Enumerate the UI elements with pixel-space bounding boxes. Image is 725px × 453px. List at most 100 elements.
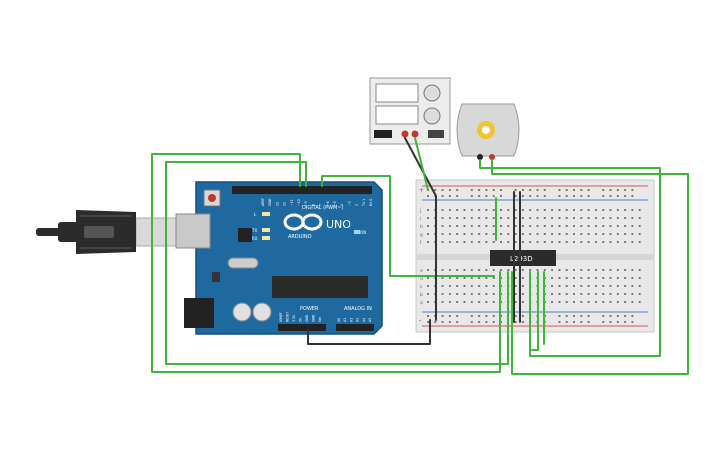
breadboard-hole[interactable] — [638, 269, 641, 271]
breadboard-hole[interactable] — [427, 293, 429, 295]
breadboard-hole[interactable] — [609, 321, 612, 323]
breadboard-hole[interactable] — [427, 277, 429, 279]
breadboard-hole[interactable] — [456, 209, 459, 211]
breadboard-hole[interactable] — [485, 285, 488, 287]
breadboard-hole[interactable] — [521, 189, 524, 191]
breadboard-hole[interactable] — [478, 241, 481, 243]
breadboard-hole[interactable] — [514, 315, 517, 317]
breadboard-hole[interactable] — [500, 195, 502, 197]
breadboard-hole[interactable] — [448, 315, 451, 317]
breadboard-hole[interactable] — [638, 225, 641, 227]
breadboard-hole[interactable] — [602, 301, 605, 303]
breadboard-hole[interactable] — [624, 321, 627, 323]
breadboard-hole[interactable] — [507, 269, 510, 271]
breadboard-hole[interactable] — [609, 293, 612, 295]
breadboard-hole[interactable] — [441, 189, 444, 191]
breadboard-hole[interactable] — [507, 217, 510, 219]
breadboard-hole[interactable] — [624, 277, 627, 279]
breadboard-hole[interactable] — [514, 293, 517, 295]
breadboard-hole[interactable] — [551, 217, 554, 219]
breadboard-hole[interactable] — [609, 195, 612, 197]
breadboard-hole[interactable] — [478, 321, 481, 323]
breadboard-hole[interactable] — [624, 301, 627, 303]
breadboard-hole[interactable] — [434, 189, 437, 191]
breadboard-hole[interactable] — [514, 241, 517, 243]
breadboard-hole[interactable] — [507, 241, 510, 243]
breadboard-hole[interactable] — [441, 277, 444, 279]
breadboard-hole[interactable] — [565, 233, 568, 235]
breadboard-hole[interactable] — [638, 301, 641, 303]
breadboard-hole[interactable] — [594, 217, 597, 219]
breadboard-hole[interactable] — [609, 225, 612, 227]
breadboard-hole[interactable] — [602, 285, 605, 287]
breadboard-hole[interactable] — [463, 293, 466, 295]
breadboard-hole[interactable] — [631, 301, 634, 303]
breadboard-hole[interactable] — [558, 241, 561, 243]
breadboard-hole[interactable] — [565, 277, 568, 279]
breadboard-hole[interactable] — [478, 189, 481, 191]
breadboard-hole[interactable] — [448, 233, 451, 235]
breadboard-hole[interactable] — [485, 241, 488, 243]
breadboard-hole[interactable] — [485, 233, 488, 235]
breadboard-hole[interactable] — [543, 269, 546, 271]
breadboard-hole[interactable] — [580, 285, 583, 287]
breadboard-hole[interactable] — [638, 233, 641, 235]
breadboard-hole[interactable] — [492, 189, 495, 191]
breadboard-hole[interactable] — [551, 277, 554, 279]
breadboard-hole[interactable] — [609, 189, 612, 191]
breadboard-hole[interactable] — [470, 217, 473, 219]
breadboard-hole[interactable] — [609, 217, 612, 219]
breadboard-hole[interactable] — [456, 321, 459, 323]
breadboard-hole[interactable] — [602, 195, 605, 197]
breadboard-hole[interactable] — [514, 269, 517, 271]
breadboard-hole[interactable] — [551, 269, 554, 271]
breadboard-hole[interactable] — [448, 209, 451, 211]
breadboard-hole[interactable] — [631, 277, 634, 279]
breadboard-hole[interactable] — [492, 195, 495, 197]
breadboard-hole[interactable] — [521, 241, 524, 243]
breadboard-hole[interactable] — [500, 269, 502, 271]
breadboard-hole[interactable] — [616, 285, 619, 287]
breadboard-hole[interactable] — [580, 209, 583, 211]
breadboard-hole[interactable] — [616, 301, 619, 303]
breadboard-hole[interactable] — [631, 321, 634, 323]
breadboard-hole[interactable] — [521, 301, 524, 303]
breadboard-hole[interactable] — [565, 189, 568, 191]
breadboard-hole[interactable] — [463, 241, 466, 243]
breadboard-hole[interactable] — [543, 233, 546, 235]
breadboard-hole[interactable] — [470, 209, 473, 211]
breadboard-hole[interactable] — [427, 321, 429, 323]
breadboard-hole[interactable] — [441, 315, 444, 317]
breadboard-hole[interactable] — [631, 225, 634, 227]
breadboard-hole[interactable] — [565, 217, 568, 219]
breadboard-hole[interactable] — [507, 209, 510, 211]
breadboard-hole[interactable] — [521, 217, 524, 219]
breadboard-hole[interactable] — [448, 277, 451, 279]
breadboard-hole[interactable] — [514, 217, 517, 219]
breadboard-hole[interactable] — [500, 209, 502, 211]
breadboard-hole[interactable] — [536, 209, 539, 211]
breadboard-hole[interactable] — [507, 225, 510, 227]
breadboard-hole[interactable] — [573, 241, 575, 243]
breadboard-hole[interactable] — [565, 269, 568, 271]
breadboard-hole[interactable] — [427, 285, 429, 287]
breadboard-hole[interactable] — [558, 225, 561, 227]
breadboard-hole[interactable] — [587, 209, 590, 211]
breadboard-hole[interactable] — [463, 301, 466, 303]
breadboard-hole[interactable] — [478, 225, 481, 227]
breadboard-hole[interactable] — [594, 209, 597, 211]
breadboard-hole[interactable] — [470, 233, 473, 235]
breadboard-hole[interactable] — [485, 209, 488, 211]
breadboard-hole[interactable] — [448, 285, 451, 287]
breadboard-hole[interactable] — [500, 217, 502, 219]
breadboard-hole[interactable] — [594, 241, 597, 243]
breadboard-hole[interactable] — [463, 233, 466, 235]
breadboard-hole[interactable] — [521, 293, 524, 295]
breadboard-hole[interactable] — [580, 233, 583, 235]
breadboard-hole[interactable] — [624, 241, 627, 243]
breadboard-hole[interactable] — [602, 277, 605, 279]
breadboard-hole[interactable] — [463, 285, 466, 287]
breadboard-hole[interactable] — [521, 321, 524, 323]
breadboard-hole[interactable] — [456, 225, 459, 227]
breadboard-hole[interactable] — [536, 189, 539, 191]
